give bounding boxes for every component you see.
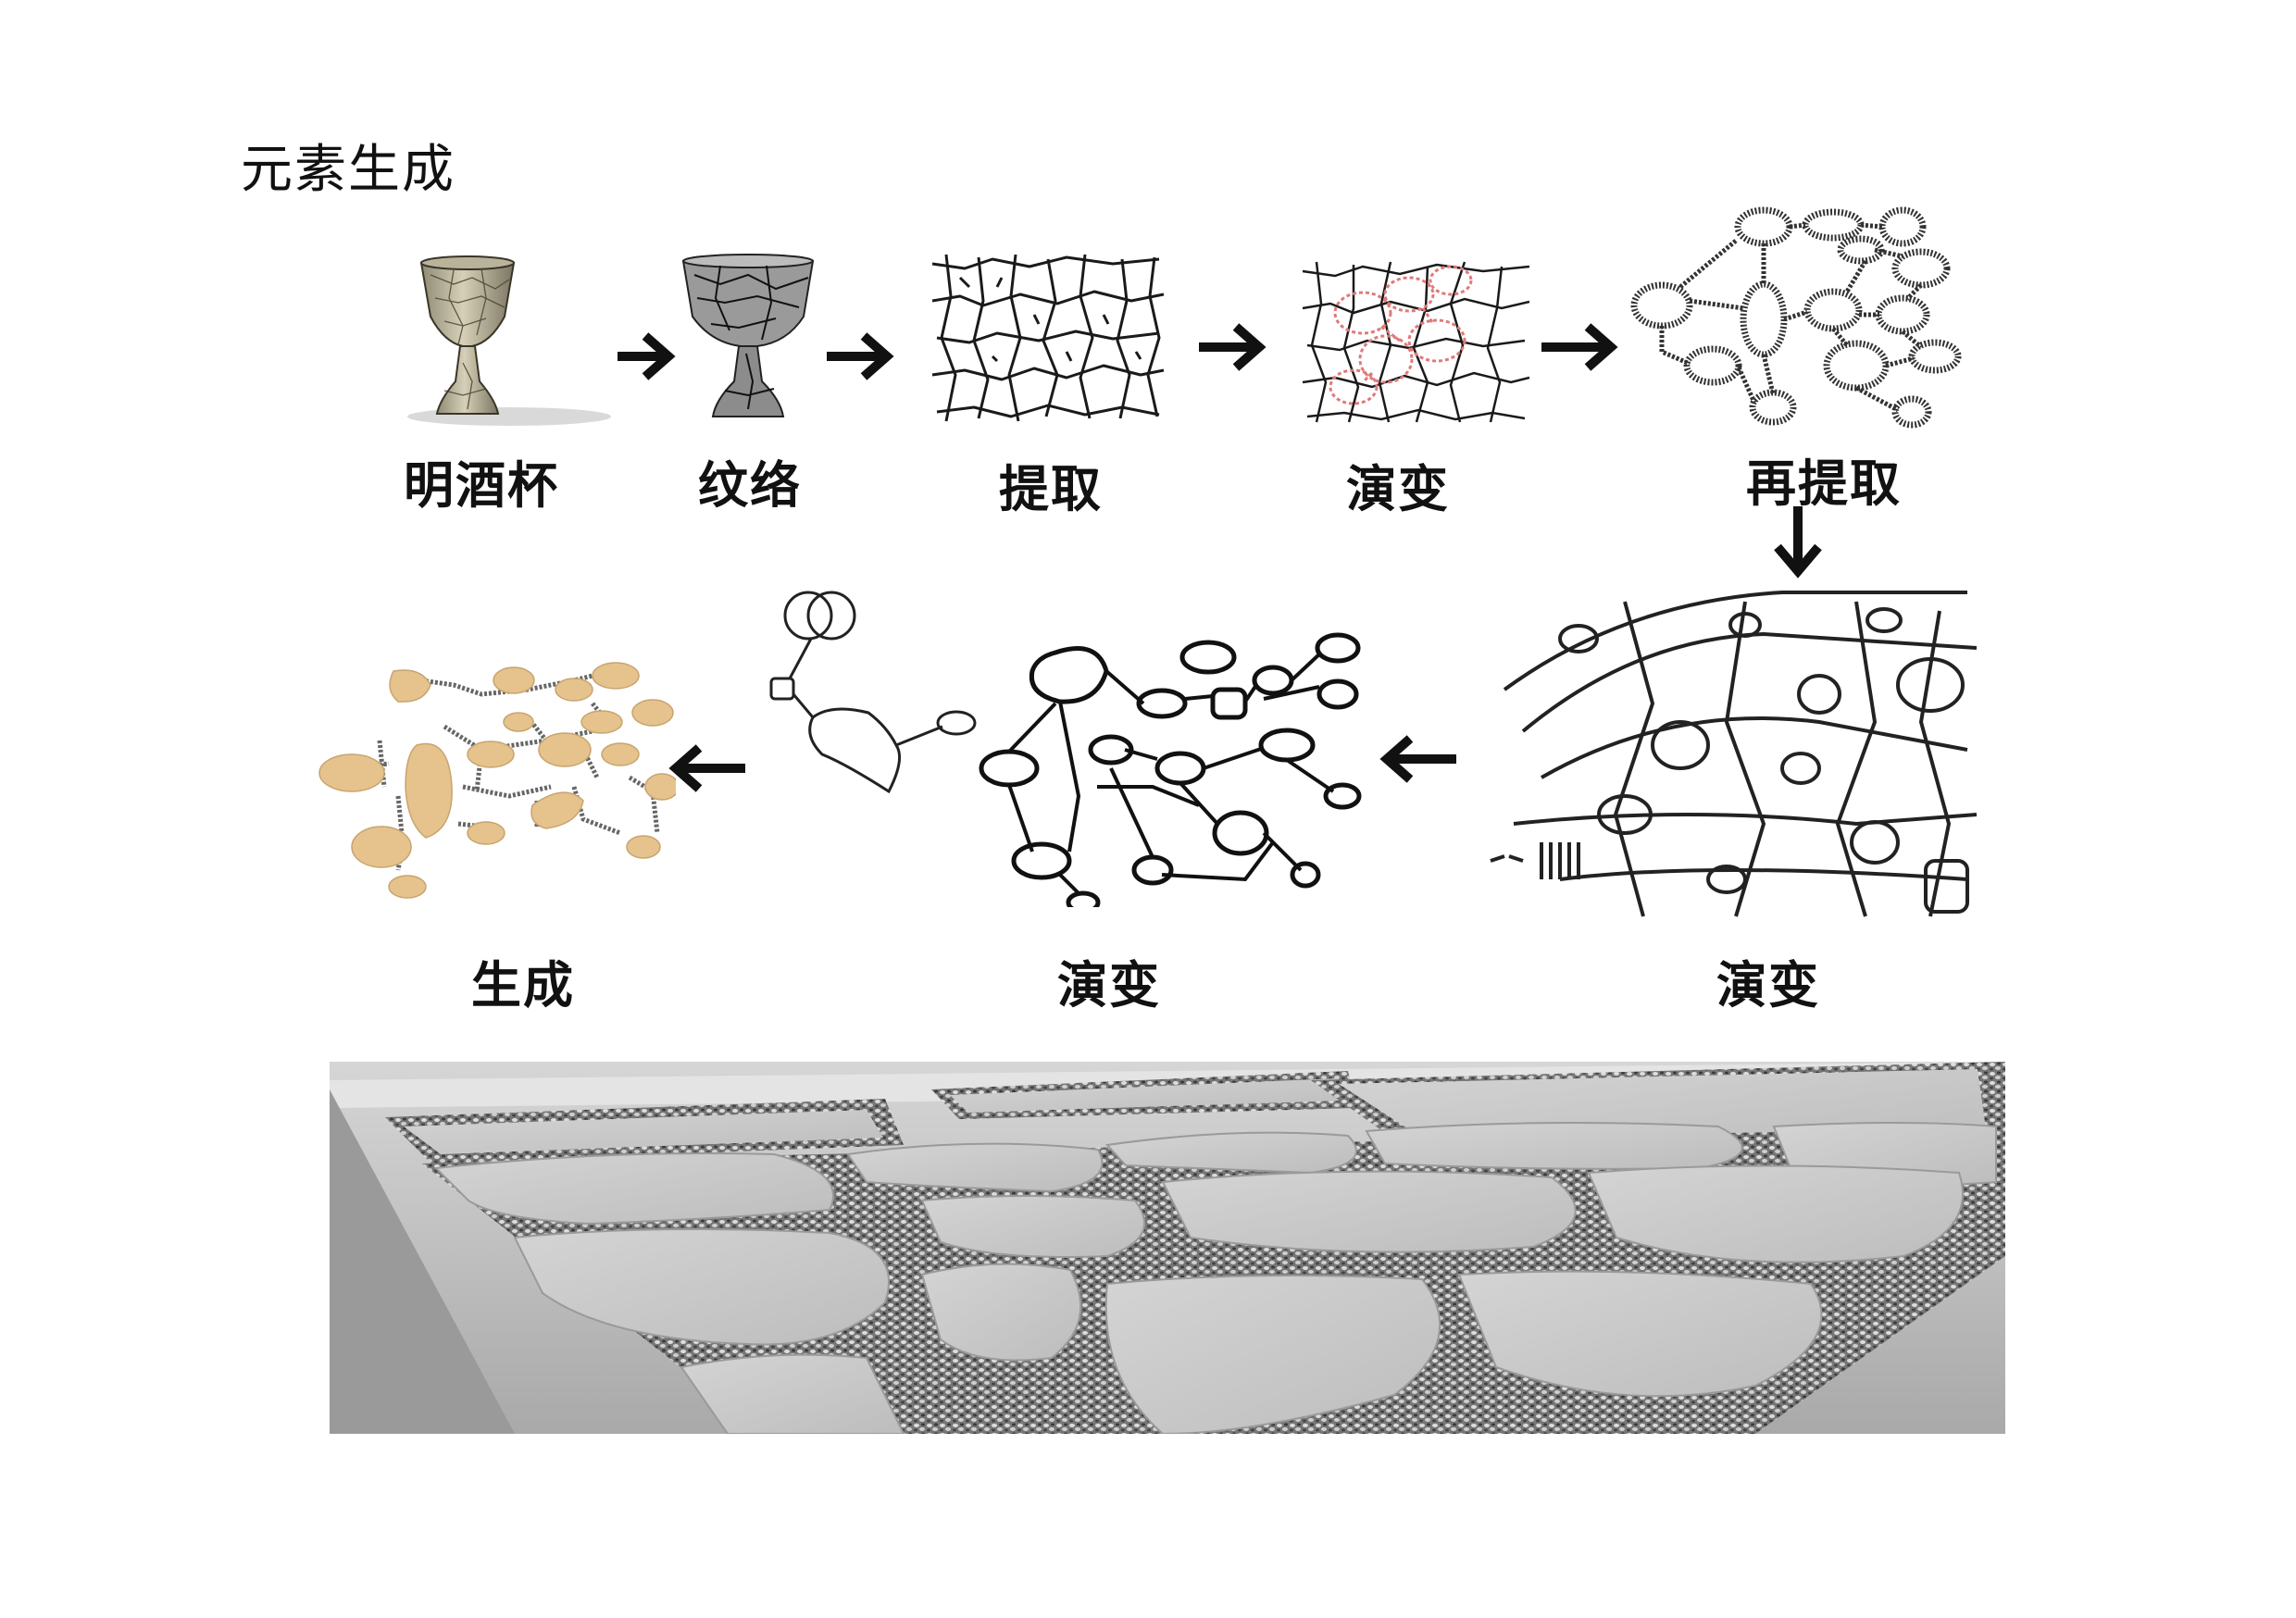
- step-evolution-image: [1298, 257, 1534, 424]
- step-label: 再提取: [1746, 454, 1902, 513]
- step-label: 明酒杯: [404, 455, 559, 515]
- step-label: 演变: [1057, 955, 1161, 1014]
- left-arrow-icon: [1378, 731, 1461, 790]
- step-label: 纹络: [698, 455, 802, 515]
- step-generated-image: [296, 648, 676, 907]
- step-drawing-evolution-image: [967, 629, 1366, 907]
- step-label: 提取: [999, 459, 1103, 518]
- step-label: 演变: [1716, 955, 1820, 1014]
- step-extraction-image: [928, 250, 1168, 426]
- step-ming-cup-image: [333, 252, 611, 428]
- right-arrow-icon: [1194, 319, 1268, 379]
- step-small-sketch-image: [767, 588, 989, 801]
- step-texture-image: [674, 252, 822, 428]
- right-arrow-icon: [1537, 319, 1620, 379]
- left-arrow-icon: [667, 741, 750, 800]
- down-arrow-icon: [1770, 504, 1826, 582]
- step-reextraction-image: [1625, 199, 1977, 435]
- right-arrow-icon: [822, 329, 896, 388]
- step-label: 生成: [471, 955, 575, 1014]
- page-title: 元素生成: [241, 140, 455, 200]
- right-arrow-icon: [613, 329, 678, 388]
- step-sketch-evolution-image: [1486, 583, 1986, 930]
- step-label: 演变: [1346, 459, 1450, 518]
- paving-render-image: [330, 1062, 2005, 1434]
